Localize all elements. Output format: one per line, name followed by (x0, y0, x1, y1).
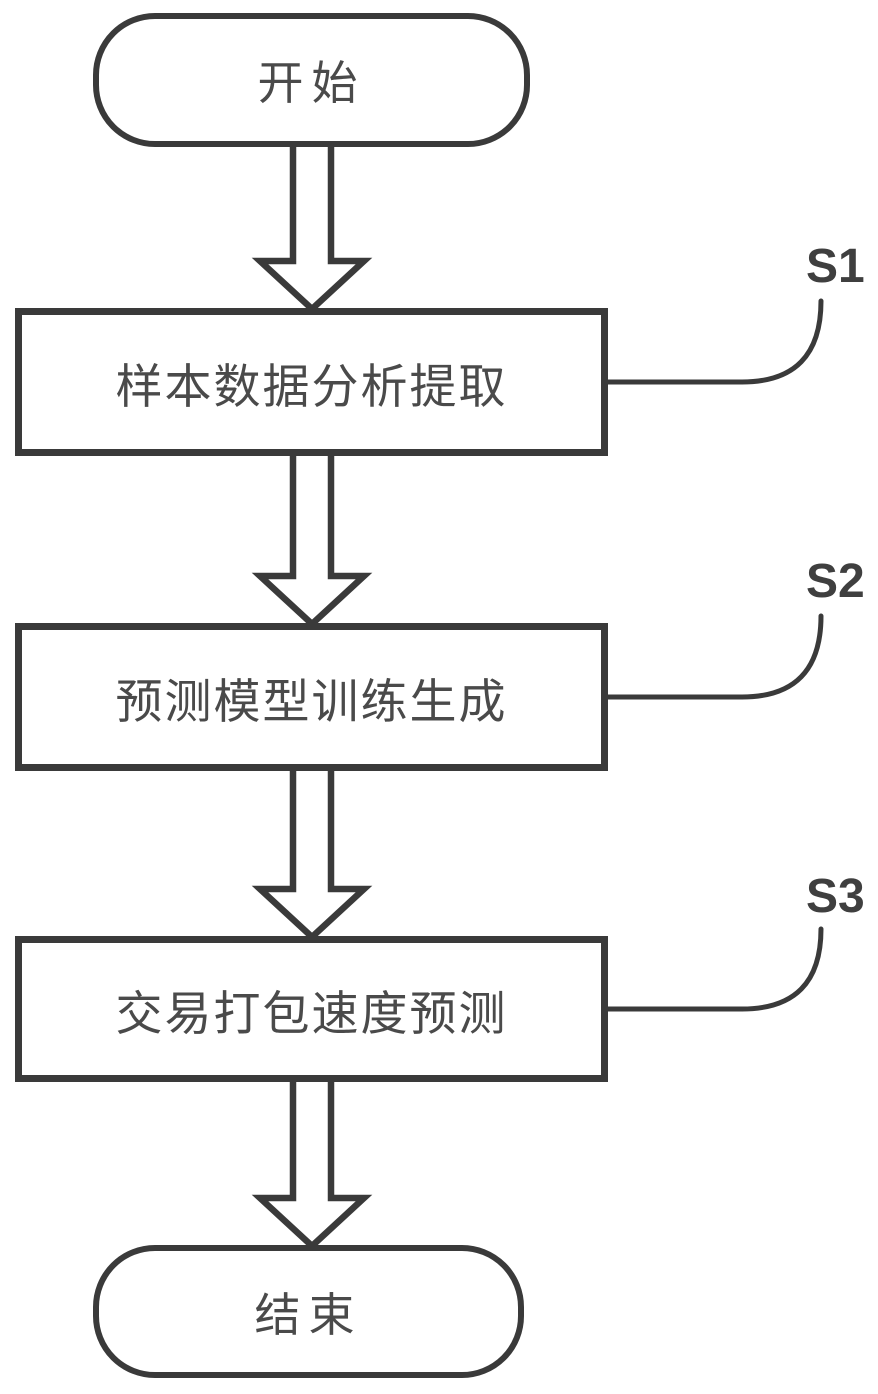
process-box-step1: 样本数据分析提取 (15, 308, 608, 456)
end-node-label: 结束 (254, 1288, 363, 1341)
down-arrow-step1-to-step2 (251, 455, 373, 629)
leader-line-s2 (605, 613, 824, 700)
leader-line-s1 (605, 298, 824, 385)
process-box-step2: 预测模型训练生成 (15, 623, 608, 771)
process-box-step3: 交易打包速度预测 (15, 936, 608, 1082)
down-arrow-step2-to-step3 (251, 770, 373, 942)
process-box-step2-label: 预测模型训练生成 (115, 674, 508, 728)
step-tag-s2: S2 (806, 555, 865, 608)
leader-line-s3 (605, 926, 824, 1012)
process-box-step1-label: 样本数据分析提取 (115, 359, 508, 413)
process-box-step3-label: 交易打包速度预测 (115, 986, 508, 1040)
down-arrow-start-to-step1 (251, 146, 373, 314)
end-node: 结束 (93, 1245, 524, 1378)
step-tag-s1: S1 (806, 240, 865, 293)
step-tag-s3: S3 (806, 870, 865, 923)
down-arrow-step3-to-end (251, 1081, 373, 1251)
start-node: 开始 (93, 13, 530, 147)
start-node-label: 开始 (257, 57, 366, 109)
